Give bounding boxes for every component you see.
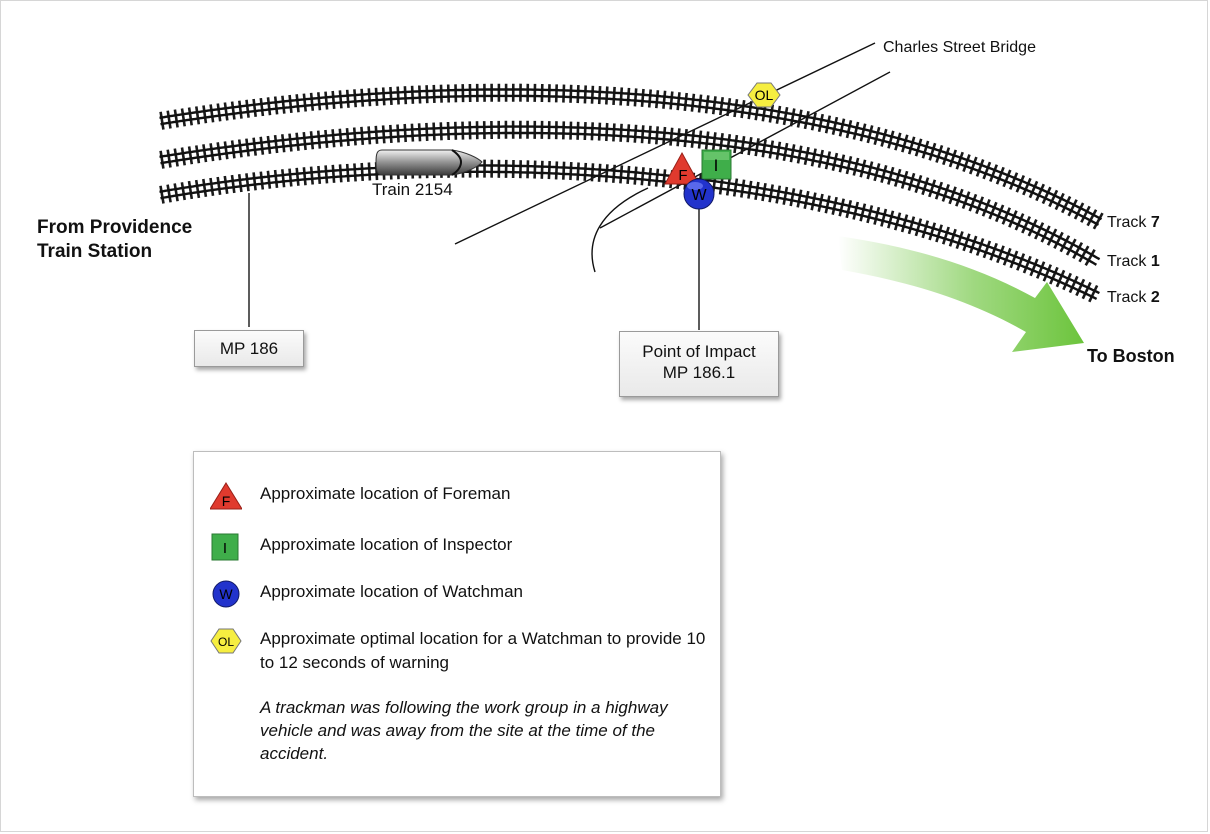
track-rail: [160, 94, 1100, 226]
direction-label: To Boston: [1087, 346, 1175, 366]
legend-note: A trackman was following the work group …: [260, 698, 668, 763]
watchman-marker: W: [683, 178, 715, 210]
optimal-location-marker: OL: [747, 82, 781, 108]
siding-curve: [591, 187, 649, 273]
track-7-rails: [159, 83, 1104, 230]
svg-text:OL: OL: [755, 87, 774, 103]
svg-text:I: I: [223, 540, 227, 557]
impact-box-line2: MP 186.1: [662, 363, 736, 382]
direction-arrow: [838, 236, 1084, 352]
svg-text:F: F: [678, 167, 687, 184]
svg-text:W: W: [219, 586, 233, 602]
track-rail: [159, 88, 1103, 221]
train-2154: [375, 149, 483, 176]
track-1-rails: [159, 120, 1101, 266]
foreman-icon: F: [210, 482, 242, 510]
track-7-label: Track 7: [1107, 214, 1160, 231]
impact-box-line1: Point of Impact: [642, 342, 756, 361]
inspector-icon: I: [211, 533, 239, 561]
track-1-label: Track 1: [1107, 253, 1160, 270]
optimal-location-icon: OL: [210, 628, 242, 654]
track-ties: [159, 120, 1096, 266]
svg-text:OL: OL: [218, 635, 234, 649]
svg-text:W: W: [691, 187, 707, 204]
track-rail: [160, 170, 1098, 300]
track-2-label: Track 2: [1107, 289, 1160, 306]
track-rail: [160, 131, 1098, 266]
train-label: Train 2154: [372, 180, 453, 199]
foreman-marker: F: [664, 151, 700, 185]
bridge-label: Charles Street Bridge: [883, 39, 1036, 56]
track-2-rails: [159, 159, 1100, 303]
milepost-box: MP 186: [194, 330, 304, 367]
origin-label: From Providence Train Station: [37, 217, 193, 262]
inspector-marker: I: [701, 149, 732, 180]
track-rail: [159, 164, 1100, 295]
svg-text:F: F: [222, 493, 231, 509]
legend-box: F Approximate location of Foreman I Appr…: [193, 451, 721, 797]
impact-box: Point of Impact MP 186.1: [619, 331, 779, 397]
track-rail: [159, 125, 1101, 261]
bridge-line-lower: [599, 71, 891, 229]
svg-text:I: I: [714, 156, 719, 175]
watchman-icon: W: [212, 580, 240, 608]
bridge-line-upper: [454, 42, 876, 245]
track-ties: [159, 83, 1104, 230]
